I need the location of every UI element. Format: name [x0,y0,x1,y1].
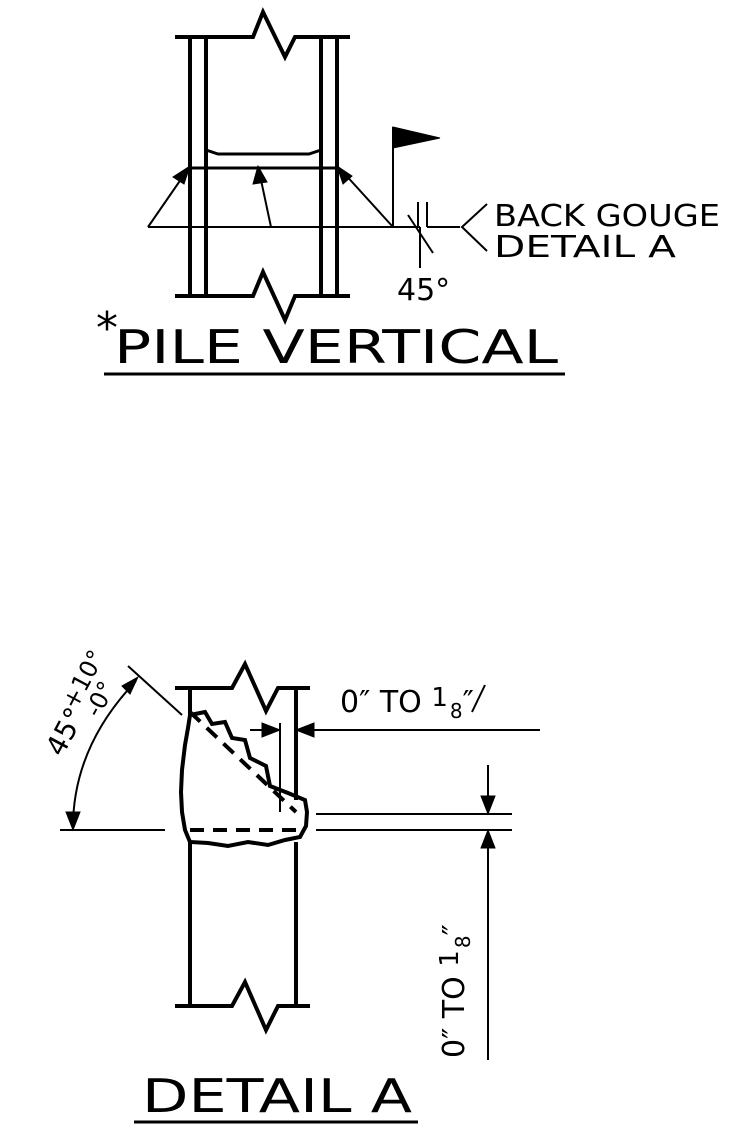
bottom-break-line [175,267,350,325]
vgap-arrow-bottom-head [480,828,496,849]
vertical-label-frac-num: 1 [435,950,465,967]
reference-tail [460,203,488,252]
top-break-line [175,7,350,62]
angle-extension [127,665,183,716]
weld-bead [178,709,310,849]
right-arrow-leader [342,171,394,228]
gap-label-frac-unit: ″ [463,685,474,720]
left-arrow-head [172,164,191,185]
vertical-label-group: 0″ TO 1 8″ [435,924,475,1058]
gap-arrow-left-head [261,722,282,738]
vertical-label-main: 0″ TO [437,967,472,1058]
gap-arrow-right-head [294,722,315,738]
pile-vertical-title: PILE VERTICAL [114,320,558,374]
gap-label-main: 0″ TO [340,685,431,720]
detail-a-title: DETAIL A [142,1069,413,1123]
note-back-gouge: BACK GOUGE [494,199,720,234]
angle-arrow-top [121,675,140,695]
center-arrow-leader [260,179,272,228]
detail-top-break [175,659,310,716]
detail-bottom-break [175,977,310,1035]
weld-groove-top [205,148,322,156]
bevel-dashed-line [188,710,298,814]
note-detail-a: DETAIL A [494,230,677,265]
gap-label-frac-den: 8 [450,699,463,723]
center-arrow-head [252,164,268,185]
right-arrow-head [336,164,353,185]
angle-arrow-bottom [65,811,81,832]
gap-frac-slash [471,684,486,713]
gap-label-frac-num: 1 [431,683,448,713]
vertical-label-frac-unit: ″ [437,924,472,935]
vertical-label-frac-den: 8 [451,935,475,948]
angle-label-group: 45° +10° -0° [39,645,121,761]
vgap-arrow-top-head [480,795,496,816]
pile-vertical-view: 45° BACK GOUGE DETAIL A * PILE VERTICAL [96,7,720,376]
angle-label: 45° [397,273,450,308]
asterisk: * [96,303,118,354]
field-weld-flag [392,126,441,149]
angle-arc [71,680,137,831]
vertical-label: 0″ TO 1 8″ [435,924,475,1058]
